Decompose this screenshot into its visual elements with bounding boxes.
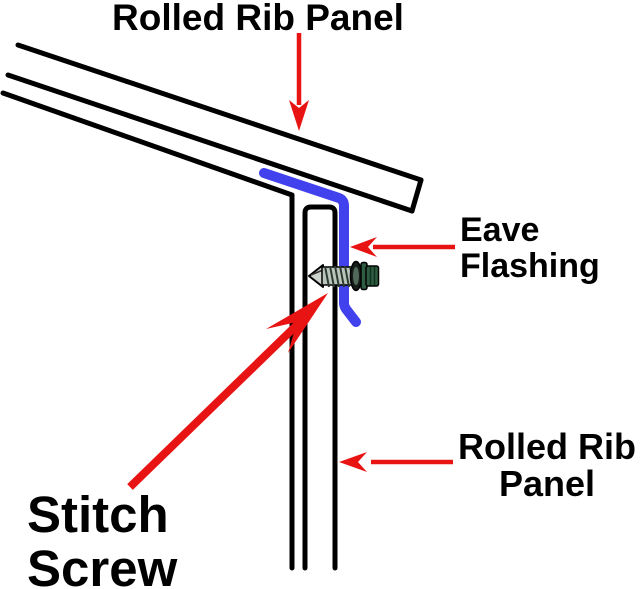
- screw-tip-flute: [310, 269, 324, 276]
- stitch-screw-illustration: [308, 260, 380, 292]
- eave-flashing-label-line2: Flashing: [460, 247, 600, 285]
- roof-panel-arrowhead-icon: [289, 100, 309, 131]
- roof-panel-top-edge: [15, 42, 424, 183]
- stitch-screw-label-line2: Screw: [27, 540, 178, 589]
- stitch-screw-label-line1: Stitch: [27, 486, 169, 543]
- stitch-screw-arrow: [127, 293, 328, 490]
- wall-panel-arrow: [339, 452, 453, 472]
- wall-panel-label-line1: Rolled Rib: [458, 426, 636, 467]
- screw-threads: [324, 265, 355, 288]
- eave-flashing-label-line1: Eave: [460, 211, 539, 249]
- roof-panel-label: Rolled Rib Panel: [112, 0, 404, 38]
- eave-flashing-arrow: [350, 237, 455, 257]
- eave-line-and-wall-outer-edge: [0, 90, 295, 571]
- wall-panel-label-line2: Panel: [499, 463, 595, 504]
- eave-flashing-shape: [259, 168, 361, 327]
- wall-panel-arrowhead-icon: [339, 452, 367, 472]
- screw-head-facet-lines: [369, 267, 376, 285]
- screw-hex-head: [365, 265, 380, 287]
- screw-drill-tip: [308, 264, 324, 288]
- stitch-screw-arrowhead-icon: [266, 293, 328, 353]
- wall-panel-outline: [302, 204, 338, 571]
- eave-flashing-arrowhead-icon: [350, 237, 377, 257]
- roof-panel-drawing: [0, 42, 424, 571]
- roof-panel-end-cap: [409, 177, 424, 214]
- roof-panel-arrow: [289, 33, 309, 131]
- stitch-screw-arrow-line: [127, 318, 304, 490]
- roof-panel-bottom-edge: [5, 72, 415, 214]
- screw-washer-inner: [353, 267, 359, 285]
